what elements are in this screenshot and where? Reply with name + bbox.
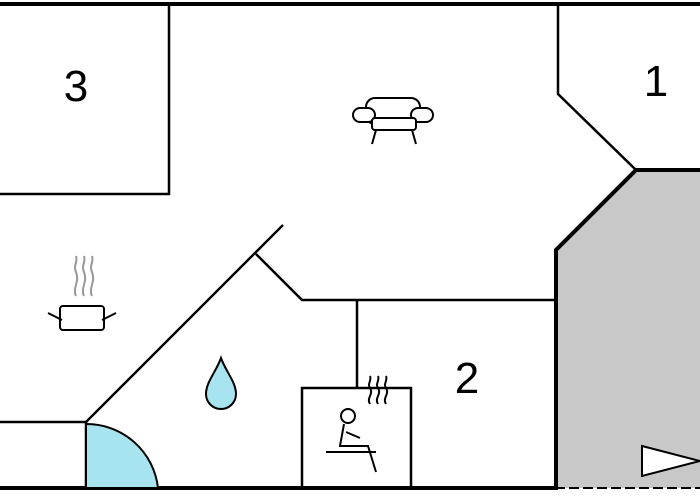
room-label-1: 1: [644, 57, 668, 106]
sauna-icon: [326, 375, 389, 473]
room-label-3: 3: [64, 62, 88, 111]
exterior-area: [556, 170, 700, 488]
room-label-2: 2: [455, 354, 479, 403]
sofa-icon: [352, 97, 434, 145]
door-swing: [85, 422, 160, 489]
water-drop-icon: [204, 355, 238, 410]
entrance-arrow-icon: [641, 444, 700, 478]
cooking-pot-icon: [47, 255, 117, 331]
interior-walls: [0, 4, 637, 490]
